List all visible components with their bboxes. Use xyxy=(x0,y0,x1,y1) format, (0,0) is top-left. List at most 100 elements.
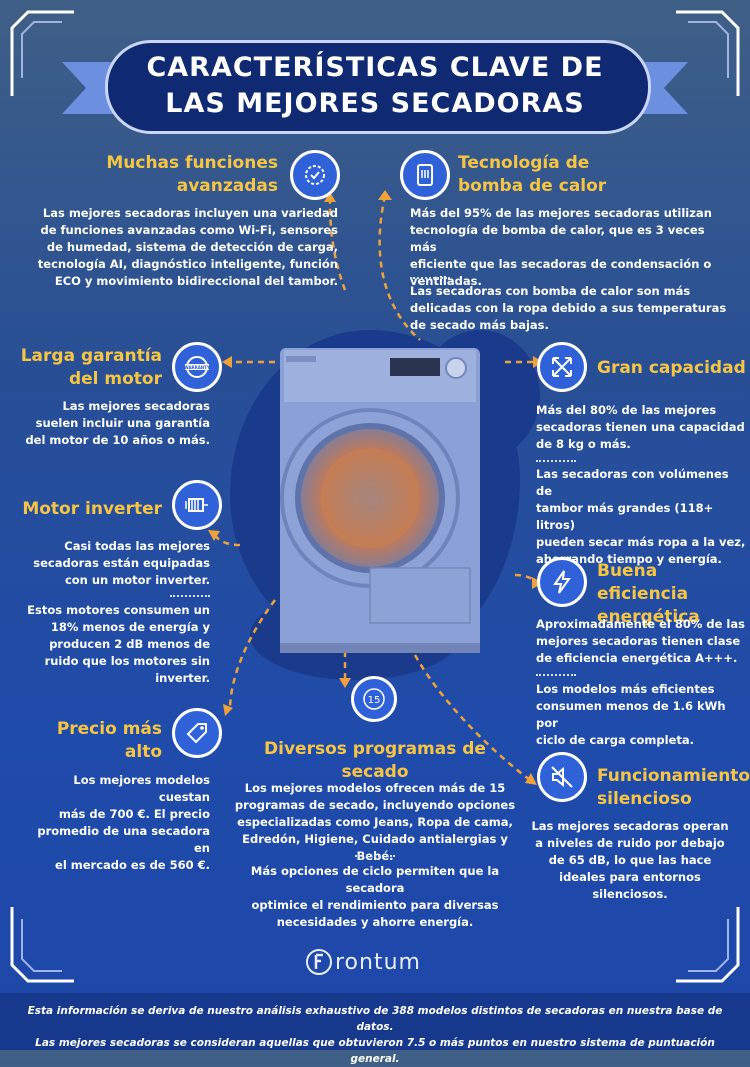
text-line: del motor de 10 años o más. xyxy=(25,433,210,447)
text-line: secadoras tienen una capacidad xyxy=(536,420,745,434)
feature-title-line: Muchas funciones xyxy=(106,153,278,173)
feature-title-funciones: Muchas funciones avanzadas xyxy=(90,152,278,198)
feature-title-line: energética xyxy=(597,607,700,627)
frontum-logo-icon xyxy=(306,949,332,975)
text-line: de eficiencia energética A+++. xyxy=(536,651,738,665)
dotted-divider xyxy=(170,595,210,597)
text-line: de secado más bajas. xyxy=(410,318,549,332)
text-line: eficiente que las secadoras de condensac… xyxy=(410,257,712,271)
text-line: de 8 kg o más. xyxy=(536,437,631,451)
title-line-1: CARACTERÍSTICAS CLAVE DE xyxy=(146,52,604,83)
corner-decoration-top-left xyxy=(10,10,74,96)
corner-decoration-top-right xyxy=(676,10,740,96)
feature-text-capacidad-1: Más del 80% de las mejores secadoras tie… xyxy=(536,402,746,453)
text-line: suelen incluir una garantía xyxy=(35,416,210,430)
page-title: CARACTERÍSTICAS CLAVE DE LAS MEJORES SEC… xyxy=(120,50,630,122)
feature-text-eficiencia-1: Aproximadamente el 80% de las mejores se… xyxy=(536,616,746,667)
text-line: Estos motores consumen un xyxy=(27,603,210,617)
text-line: Los mejores modelos cuestan xyxy=(73,773,210,804)
text-line: delicadas con la ropa debido a sus tempe… xyxy=(410,301,727,315)
feature-title-line: Tecnología de xyxy=(458,153,590,173)
feature-title-garantia: Larga garantía del motor xyxy=(20,345,162,391)
text-line: secadoras están equipadas xyxy=(33,556,210,570)
title-line-2: LAS MEJORES SECADORAS xyxy=(165,88,585,119)
dotted-divider xyxy=(410,277,450,279)
text-line: ideales para entornos xyxy=(559,870,701,884)
text-line: Las secadoras con volúmenes de xyxy=(536,467,729,498)
text-line: especializadas como Jeans, Ropa de cama, xyxy=(237,815,513,829)
feature-text-capacidad-2: Las secadoras con volúmenes de tambor má… xyxy=(536,466,746,568)
text-line: más de 700 €. El precio xyxy=(58,807,210,821)
feature-title-line: silencioso xyxy=(597,789,692,809)
dial-15-icon: 15 xyxy=(351,676,397,722)
text-line: Los mejores modelos ofrecen más de 15 xyxy=(244,781,506,795)
price-tag-icon xyxy=(172,708,222,758)
text-line: Las mejores secadoras xyxy=(62,399,210,413)
feature-title-silencioso: Funcionamiento silencioso xyxy=(597,765,750,811)
feature-title-eficiencia: Buena eficiencia energética xyxy=(597,560,747,629)
heat-pump-icon xyxy=(400,150,450,200)
feature-title-line: Buena eficiencia xyxy=(597,561,689,604)
text-line: Más opciones de ciclo permiten que la se… xyxy=(250,864,500,895)
dotted-divider xyxy=(355,855,395,857)
feature-title-line: bomba de calor xyxy=(458,176,607,196)
logo-text: rontum xyxy=(335,949,421,975)
feature-text-garantia: Las mejores secadoras suelen incluir una… xyxy=(20,398,210,449)
text-line: optimice el rendimiento para diversas xyxy=(251,898,499,912)
warranty-badge-text: WARRANTY xyxy=(184,365,210,370)
footer-text: Esta información se deriva de nuestro an… xyxy=(15,1003,735,1067)
text-line: de funciones avanzadas como Wi-Fi, senso… xyxy=(40,223,338,237)
feature-title-line: Motor inverter xyxy=(22,499,162,519)
corner-decoration-bottom-right xyxy=(676,907,740,983)
text-line: mejores secadoras tienen clase xyxy=(536,634,741,648)
text-line: tecnología de bomba de calor, que es 3 v… xyxy=(410,223,705,254)
motor-icon xyxy=(172,480,222,530)
footer-bar xyxy=(0,993,750,1050)
lightning-icon xyxy=(537,557,587,607)
feature-title-inverter: Motor inverter xyxy=(20,498,162,521)
expand-arrows-icon xyxy=(537,342,587,392)
text-line: Los modelos más eficientes xyxy=(536,682,715,696)
text-line: pueden secar más ropa a la vez, xyxy=(536,535,746,549)
text-line: inverter. xyxy=(155,671,210,685)
text-line: Las mejores secadoras incluyen una varie… xyxy=(42,206,338,220)
feature-title-programas: Diversos programas de secado xyxy=(235,738,515,784)
text-line: promedio de una secadora en xyxy=(37,824,210,855)
feature-text-programas-1: Los mejores modelos ofrecen más de 15 pr… xyxy=(222,780,528,865)
feature-title-line: Precio más xyxy=(56,719,162,739)
feature-title-line: Diversos programas de secado xyxy=(264,739,486,782)
text-line: tecnología AI, diagnóstico inteligente, … xyxy=(37,257,338,271)
text-line: Más del 95% de las mejores secadoras uti… xyxy=(410,206,712,220)
text-line: ahorrando tiempo y energía. xyxy=(536,552,722,566)
feature-text-bomba-1: Más del 95% de las mejores secadoras uti… xyxy=(410,205,730,290)
text-line: consumen menos de 1.6 kWh por xyxy=(536,699,726,730)
feature-title-line: del motor xyxy=(68,369,162,389)
text-line: ECO y movimiento bidireccional del tambo… xyxy=(54,274,338,288)
feature-title-line: Gran capacidad xyxy=(597,358,746,378)
feature-title-bomba: Tecnología de bomba de calor xyxy=(458,152,658,198)
footer-line-2: Las mejores secadoras se consideran aque… xyxy=(35,1037,715,1065)
feature-text-precio: Los mejores modelos cuestan más de 700 €… xyxy=(20,772,210,874)
feature-title-line: avanzadas xyxy=(176,176,278,196)
dryer-illustration xyxy=(280,348,480,653)
text-line: de 65 dB, lo que las hace xyxy=(548,853,712,867)
corner-decoration-bottom-left xyxy=(10,907,74,983)
dotted-divider xyxy=(536,674,576,676)
text-line: necesidades y ahorre energía. xyxy=(276,915,474,929)
text-line: tambor más grandes (118+ litros) xyxy=(536,501,714,532)
text-line: Casi todas las mejores xyxy=(64,539,210,553)
text-line: ciclo de carga completa. xyxy=(536,733,695,747)
text-line: ruido que los motores sin xyxy=(44,654,210,668)
footer-line-1: Esta información se deriva de nuestro an… xyxy=(27,1005,723,1033)
feature-title-line: Larga garantía xyxy=(20,346,162,366)
dotted-divider xyxy=(536,460,576,462)
feature-title-precio: Precio más alto xyxy=(20,718,162,764)
text-line: el mercado es de 560 €. xyxy=(55,858,210,872)
feature-text-funciones: Las mejores secadoras incluyen una varie… xyxy=(20,205,338,290)
feature-title-line: alto xyxy=(124,742,162,762)
text-line: Las secadoras con bomba de calor son más xyxy=(410,284,691,298)
feature-text-inverter-2: Estos motores consumen un 18% menos de e… xyxy=(20,602,210,687)
feature-text-eficiencia-2: Los modelos más eficientes consumen meno… xyxy=(536,681,746,749)
text-line: Más del 80% de las mejores xyxy=(536,403,717,417)
feature-text-silencioso: Las mejores secadoras operan a niveles d… xyxy=(530,818,730,903)
